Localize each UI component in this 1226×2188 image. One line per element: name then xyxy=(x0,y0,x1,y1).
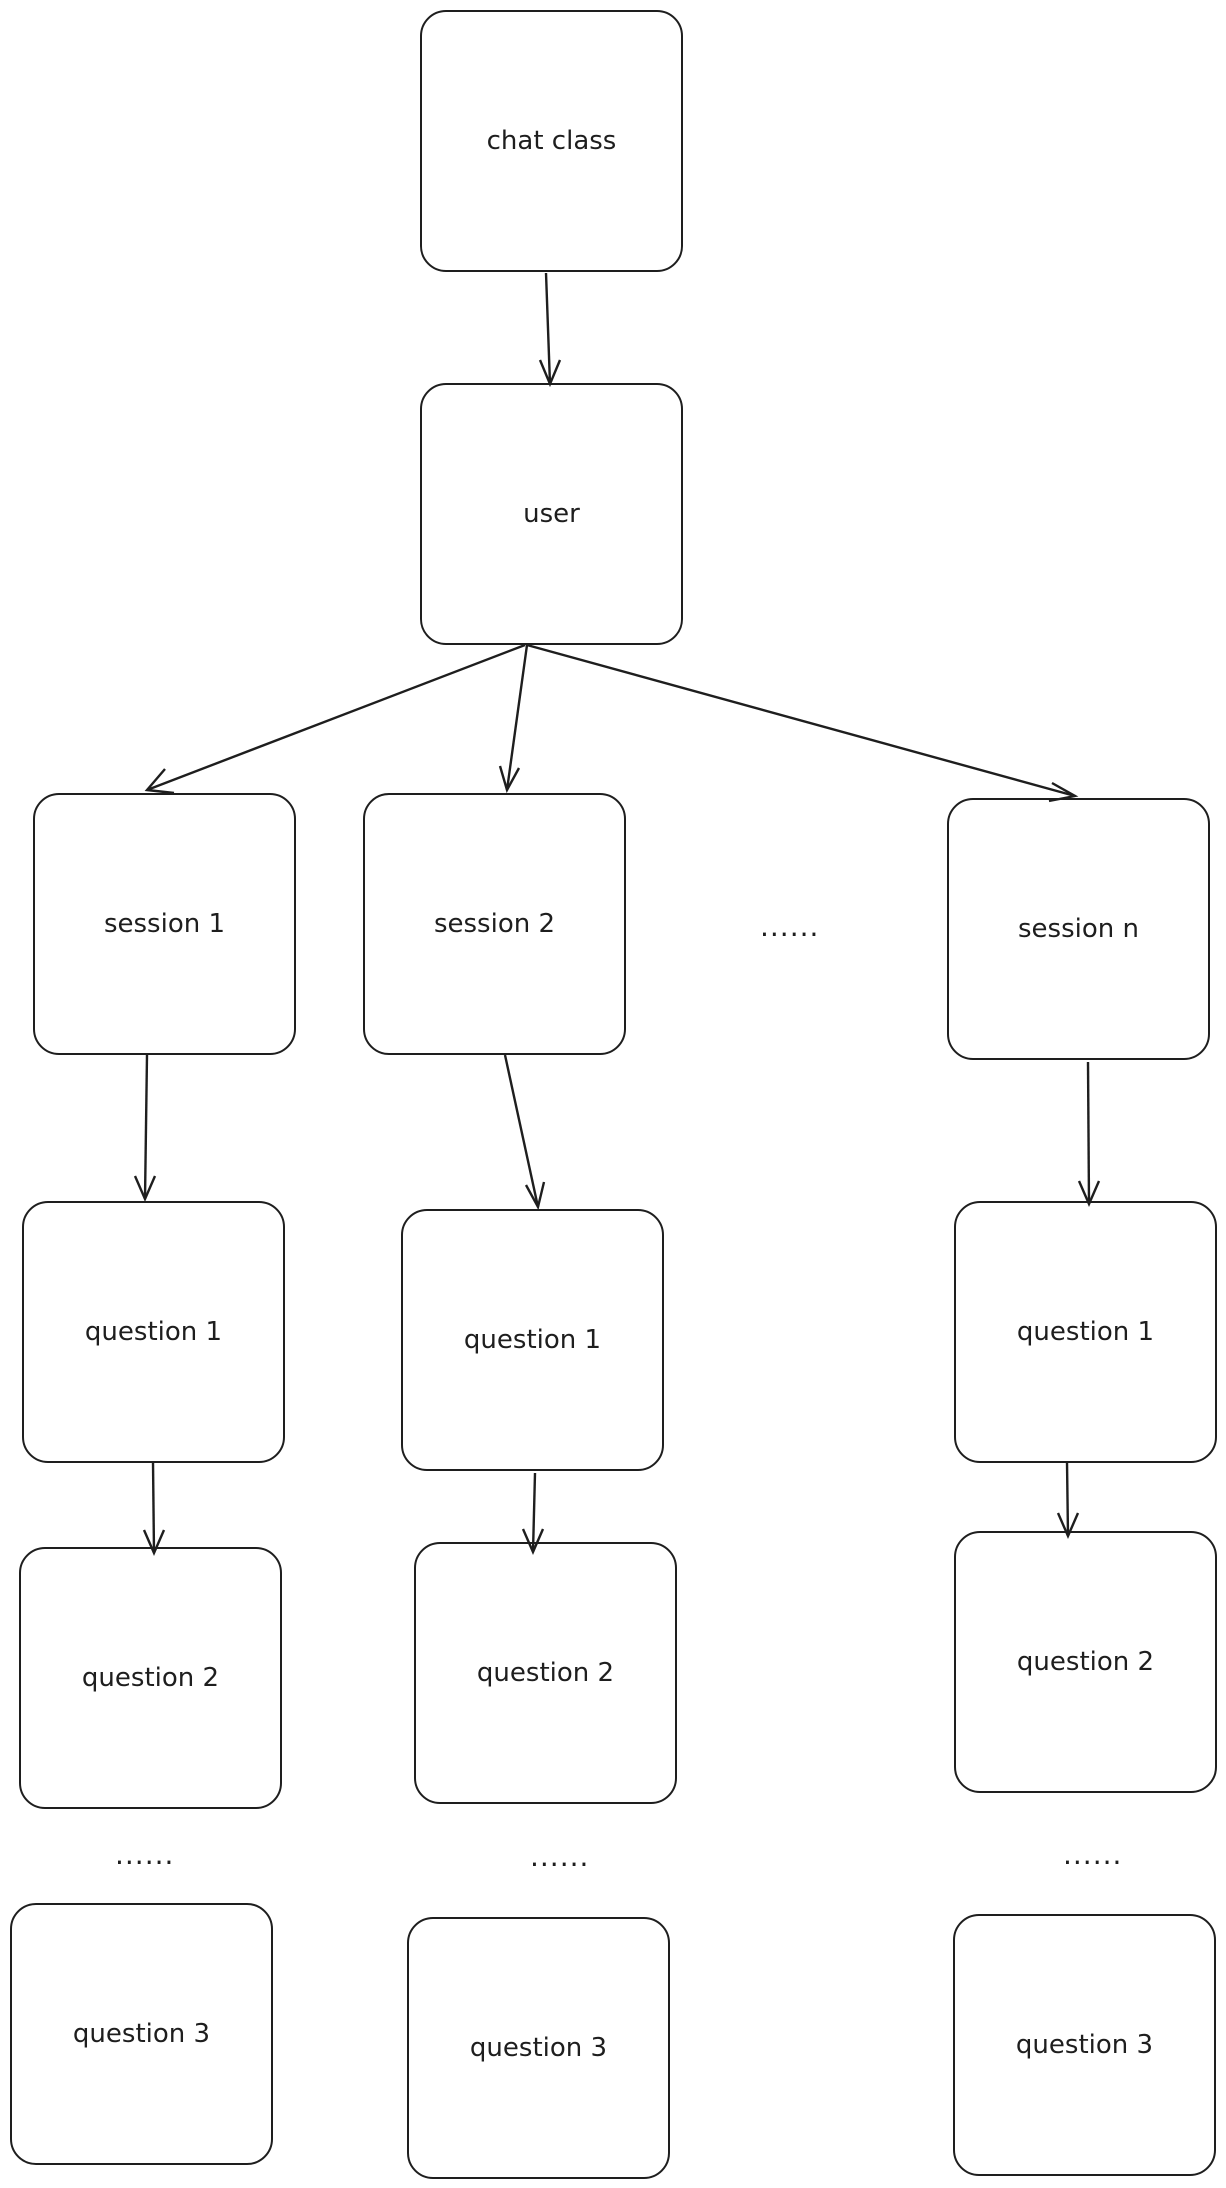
node-label: question 3 xyxy=(72,2019,211,2049)
node-coln-question-1[interactable]: question 1 xyxy=(954,1201,1217,1463)
node-col2-question-1[interactable]: question 1 xyxy=(401,1209,664,1471)
node-label: question 3 xyxy=(469,2033,608,2063)
node-label: question 2 xyxy=(476,1658,615,1688)
node-label: question 1 xyxy=(463,1325,602,1355)
col1-ellipsis: ...... xyxy=(115,1838,175,1871)
col2-ellipsis: ...... xyxy=(530,1840,590,1873)
edge-col2-question-1-question-2 xyxy=(521,1472,545,1556)
node-label: chat class xyxy=(486,126,617,156)
node-label: session n xyxy=(1018,914,1139,944)
node-label: session 1 xyxy=(103,909,226,939)
node-coln-question-3[interactable]: question 3 xyxy=(953,1914,1216,2176)
edge-root-user xyxy=(538,272,562,388)
edge-session-1-question-1 xyxy=(133,1054,157,1203)
node-label: user xyxy=(523,499,580,529)
node-chat-class[interactable]: chat class xyxy=(420,10,683,272)
node-label: question 3 xyxy=(1015,2030,1154,2060)
node-user[interactable]: user xyxy=(420,383,683,645)
node-col1-question-2[interactable]: question 2 xyxy=(19,1547,282,1809)
node-label: session 2 xyxy=(433,909,556,939)
node-session-2[interactable]: session 2 xyxy=(363,793,626,1055)
edge-user-session-n xyxy=(526,643,1079,803)
sessions-ellipsis: ...... xyxy=(760,910,820,943)
edge-session-2-question-1 xyxy=(503,1054,546,1211)
node-coln-question-2[interactable]: question 2 xyxy=(954,1531,1217,1793)
node-col1-question-3[interactable]: question 3 xyxy=(10,1903,273,2165)
edge-user-session-1 xyxy=(144,643,526,795)
node-label: question 2 xyxy=(1016,1647,1155,1677)
node-col1-question-1[interactable]: question 1 xyxy=(22,1201,285,1463)
node-label: question 2 xyxy=(81,1663,220,1693)
node-col2-question-2[interactable]: question 2 xyxy=(414,1542,677,1804)
edge-user-session-2 xyxy=(498,644,529,794)
edge-session-n-question-1 xyxy=(1077,1061,1101,1208)
coln-ellipsis: ...... xyxy=(1063,1838,1123,1871)
node-col2-question-3[interactable]: question 3 xyxy=(407,1917,670,2179)
node-label: question 1 xyxy=(84,1317,223,1347)
node-label: question 1 xyxy=(1016,1317,1155,1347)
edge-coln-question-1-question-2 xyxy=(1056,1461,1080,1540)
node-session-n[interactable]: session n xyxy=(947,798,1210,1060)
edge-col1-question-1-question-2 xyxy=(142,1461,166,1557)
node-session-1[interactable]: session 1 xyxy=(33,793,296,1055)
